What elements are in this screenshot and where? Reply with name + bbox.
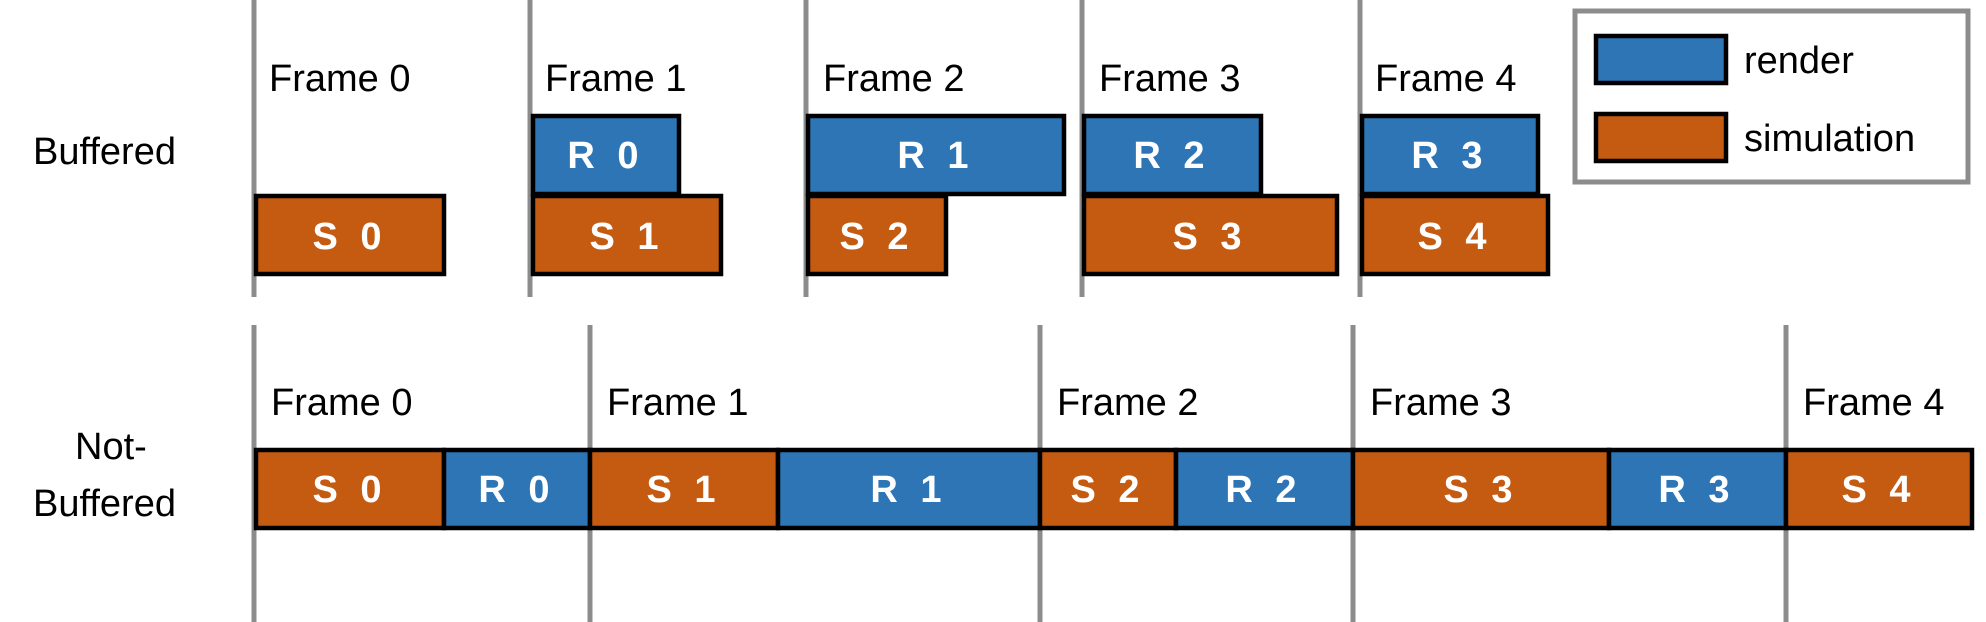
nb-block-r1-rect <box>775 447 1043 531</box>
render-block-r3-rect <box>1359 113 1541 197</box>
simulation-block-s0-rect <box>253 193 447 277</box>
not-buffered-frame-label-1: Frame 1 <box>607 382 748 424</box>
buffered-frame-label-2: Frame 2 <box>823 58 964 100</box>
legend: render simulation <box>1572 8 1971 185</box>
simulation-block-s3-rect <box>1081 193 1340 277</box>
simulation-block-s2: S 2 <box>805 193 949 277</box>
nb-block-s3-rect <box>1350 447 1612 531</box>
buffered-row-label: Buffered <box>33 131 176 173</box>
simulation-block-s3-label: S 3 <box>1172 216 1247 258</box>
render-block-r2: R 2 <box>1081 113 1264 197</box>
legend-render-label: render <box>1744 40 1854 82</box>
nb-block-s0-label: S 0 <box>312 469 387 511</box>
nb-block-s4-label: S 4 <box>1841 469 1916 511</box>
render-block-r2-rect <box>1081 113 1264 197</box>
simulation-block-s2-rect <box>805 193 949 277</box>
not-buffered-frame-label-2: Frame 2 <box>1057 382 1198 424</box>
not-buffered-frame-label-4: Frame 4 <box>1803 382 1944 424</box>
render-block-r2-label: R 2 <box>1133 135 1210 177</box>
not-buffered-frame-label-0: Frame 0 <box>271 382 412 424</box>
simulation-block-s4: S 4 <box>1359 193 1551 277</box>
render-block-r1-label: R 1 <box>897 135 974 177</box>
buffered-frame-labels: Frame 0 Frame 1 Frame 2 Frame 3 Frame 4 <box>269 58 1516 100</box>
simulation-block-s3: S 3 <box>1081 193 1340 277</box>
render-block-r0: R 0 <box>530 113 682 197</box>
nb-block-r3-rect <box>1606 447 1789 531</box>
nb-block-s3-label: S 3 <box>1443 469 1518 511</box>
not-buffered-frame-labels: Frame 0 Frame 1 Frame 2 Frame 3 Frame 4 <box>271 382 1944 424</box>
nb-block-s0-rect <box>253 447 447 531</box>
buffered-frame-label-3: Frame 3 <box>1099 58 1240 100</box>
simulation-block-s2-label: S 2 <box>839 216 914 258</box>
nb-block-s2-rect <box>1037 447 1179 531</box>
buffered-frame-label-0: Frame 0 <box>269 58 410 100</box>
render-block-r0-label: R 0 <box>567 135 644 177</box>
simulation-block-s4-rect <box>1359 193 1551 277</box>
nb-block-r2-rect <box>1173 447 1356 531</box>
buffered-frame-label-4: Frame 4 <box>1375 58 1516 100</box>
simulation-block-s1-rect <box>530 193 724 277</box>
nb-block-r2-label: R 2 <box>1225 469 1302 511</box>
nb-block-s4-rect <box>1783 447 1975 531</box>
simulation-block-s1: S 1 <box>530 193 724 277</box>
not-buffered-row-label-line2: Buffered <box>33 483 176 525</box>
render-block-r3-label: R 3 <box>1411 135 1488 177</box>
simulation-block-s1-label: S 1 <box>589 216 664 258</box>
legend-simulation-swatch <box>1593 111 1729 164</box>
simulation-block-s0: S 0 <box>253 193 447 277</box>
not-buffered-row-label-line1: Not- <box>75 426 147 468</box>
nb-block-s1-label: S 1 <box>646 469 721 511</box>
simulation-block-s4-label: S 4 <box>1417 216 1492 258</box>
render-block-r3: R 3 <box>1359 113 1541 197</box>
buffered-frame-label-1: Frame 1 <box>545 58 686 100</box>
legend-simulation-label: simulation <box>1744 118 1915 160</box>
nb-block-r1-label: R 1 <box>870 469 947 511</box>
nb-block-r0-label: R 0 <box>478 469 555 511</box>
render-block-r0-rect <box>530 113 682 197</box>
nb-block-s2-label: S 2 <box>1070 469 1145 511</box>
legend-render-swatch <box>1593 33 1729 86</box>
nb-block-r3-label: R 3 <box>1658 469 1735 511</box>
not-buffered-timeline: S 0 R 0 S 1 R 1 S 2 R 2 S 3 R 3 S 4 <box>253 447 1975 531</box>
simulation-block-s0-label: S 0 <box>312 216 387 258</box>
not-buffered-frame-label-3: Frame 3 <box>1370 382 1511 424</box>
render-block-r1: R 1 <box>805 113 1067 197</box>
